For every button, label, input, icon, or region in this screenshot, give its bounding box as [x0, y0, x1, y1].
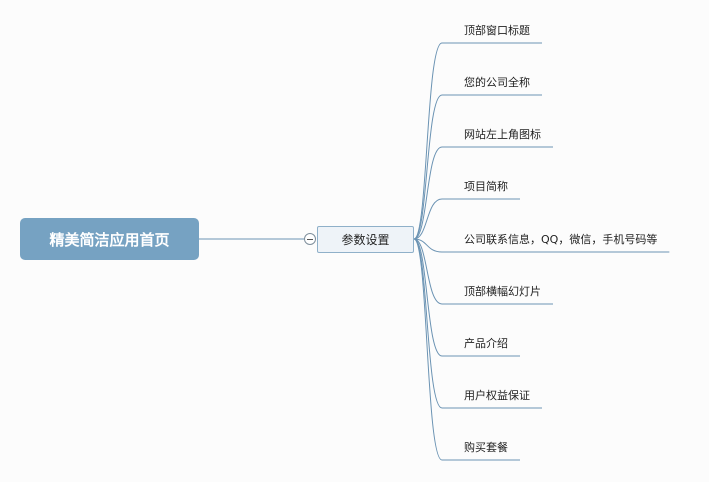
leaf-connector-8	[413, 238, 542, 409]
leaf-connector-1	[413, 42, 542, 240]
leaf-topic-label: 产品介绍	[464, 337, 508, 350]
leaf-topic-label: 公司联系信息，QQ，微信，手机号码等	[464, 233, 658, 246]
leaf-topic[interactable]: 顶部窗口标题	[464, 24, 530, 38]
leaf-topic-label: 购买套餐	[464, 441, 508, 454]
leaf-topic[interactable]: 您的公司全称	[464, 76, 530, 90]
leaf-topic[interactable]: 公司联系信息，QQ，微信，手机号码等	[464, 233, 657, 247]
leaf-topic[interactable]: 购买套餐	[464, 441, 508, 455]
branch-topic-parameter-settings[interactable]: 参数设置	[317, 226, 414, 253]
leaf-topic-label: 用户权益保证	[464, 389, 530, 402]
leaf-connector-4	[413, 198, 520, 240]
branch-topic-label: 参数设置	[341, 233, 390, 247]
leaf-topic[interactable]: 顶部横幅幻灯片	[464, 285, 541, 299]
leaf-topic-label: 网站左上角图标	[464, 128, 541, 141]
leaf-topic-label: 顶部窗口标题	[464, 24, 530, 37]
leaf-topic[interactable]: 用户权益保证	[464, 389, 530, 403]
collapse-toggle-button[interactable]	[304, 233, 316, 245]
leaf-connector-3	[413, 146, 553, 240]
leaf-connector-6	[413, 238, 553, 305]
leaf-topic[interactable]: 网站左上角图标	[464, 128, 541, 142]
leaf-topic-label: 顶部横幅幻灯片	[464, 285, 541, 298]
leaf-connector-7	[413, 238, 520, 357]
leaf-connector-9	[413, 238, 520, 461]
leaf-topic-label: 项目简称	[464, 180, 508, 193]
branch-connectors	[413, 42, 670, 461]
root-topic-label: 精美简洁应用首页	[49, 230, 170, 249]
leaf-topic[interactable]: 产品介绍	[464, 337, 508, 351]
leaf-topic[interactable]: 项目简称	[464, 180, 508, 194]
leaf-connector-5	[413, 238, 670, 253]
leaf-topic-label: 您的公司全称	[464, 76, 530, 89]
root-topic[interactable]: 精美简洁应用首页	[20, 218, 199, 260]
leaf-connector-2	[413, 94, 542, 240]
